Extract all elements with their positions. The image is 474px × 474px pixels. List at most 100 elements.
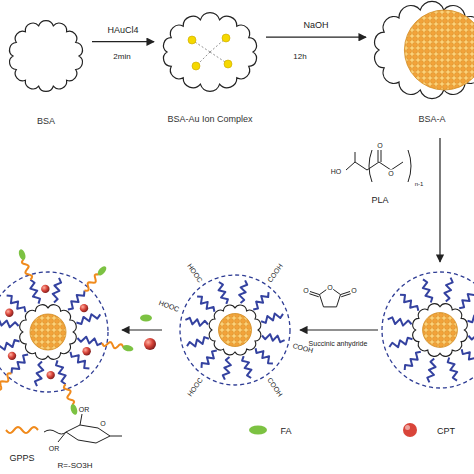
reagent-label: HAuCl4 <box>107 26 138 35</box>
protein-cloud <box>158 10 262 94</box>
pla-chain <box>256 348 273 363</box>
gold-ion <box>192 62 200 70</box>
pla-nanoparticle <box>382 272 474 388</box>
pla-chain <box>423 279 433 302</box>
pla-chain <box>427 358 435 382</box>
annotation-label: Succinic anhydride <box>309 340 368 347</box>
pla-chain <box>468 334 474 342</box>
gold-cluster <box>423 313 458 348</box>
pla-chain <box>400 295 418 311</box>
cooh-nanoparticle <box>180 275 290 385</box>
pla-chain <box>0 319 19 327</box>
annotation-label: O <box>376 142 383 149</box>
gold-cluster <box>404 10 474 90</box>
cloud-outline <box>375 1 474 98</box>
step-arrow <box>300 329 378 330</box>
bsa-cloud <box>413 304 468 357</box>
pla-chain <box>462 349 474 365</box>
pla-chain <box>262 334 285 342</box>
reaction-arrow <box>92 41 154 42</box>
folate-ligand <box>96 265 108 277</box>
annotation-label: n-1 <box>415 181 424 187</box>
gpps-chain <box>102 342 123 348</box>
annotation-label: OR <box>79 406 90 413</box>
camptothecin-drug <box>46 371 54 379</box>
annotation-label: HO <box>331 168 342 175</box>
annotation-label: HOOC <box>158 299 180 313</box>
step-arrow <box>122 329 162 330</box>
pla-chain <box>405 352 421 370</box>
gold-cluster <box>30 314 66 350</box>
node-label: BSA-Au Ion Complex <box>128 114 292 124</box>
camptothecin-drug <box>5 309 13 317</box>
annotation-label: 2min <box>113 53 130 61</box>
gold-cluster <box>219 314 252 347</box>
annotation-label: O <box>326 284 333 291</box>
bsa-cloud <box>209 305 261 355</box>
annotation-label: O <box>351 287 356 294</box>
particle-shell <box>180 275 290 385</box>
annotation-label: PLA <box>371 196 388 205</box>
particle-shell <box>0 272 108 392</box>
pla-chain <box>53 278 61 303</box>
reagent-label: NaOH <box>303 21 328 30</box>
camptothecin-drug <box>41 285 49 293</box>
fa-swatch <box>249 426 267 435</box>
annotation-label: HOOC <box>186 377 204 398</box>
pla-chain <box>468 313 474 323</box>
pla-chain <box>239 280 247 303</box>
pla-chain <box>261 314 283 323</box>
gpps-chain <box>22 259 32 280</box>
protein-cloud <box>4 16 88 96</box>
annotation-label: OR <box>49 445 60 452</box>
pla-structure <box>346 150 411 182</box>
annotation-label: O <box>303 287 308 294</box>
gpps-chain <box>64 384 74 405</box>
pla-chain <box>253 292 268 309</box>
camptothecin-drug <box>144 338 156 350</box>
cpt-swatch <box>403 423 417 437</box>
particle-shell <box>382 272 474 388</box>
folate-ligand <box>69 403 78 415</box>
legend-label: GPPS <box>9 454 34 463</box>
cloud-node: BSA-Au Ion Complex <box>158 10 262 130</box>
pla-chain <box>444 278 452 302</box>
cloud-node: BSA <box>4 16 88 132</box>
pla-chain <box>30 280 40 304</box>
pla-chain <box>202 351 217 368</box>
annotation-label: 12h <box>293 53 306 61</box>
pla-chain <box>187 337 209 346</box>
gpps-chain <box>85 274 99 291</box>
gpps-sugar-structure <box>44 414 122 443</box>
annotation-label: HOOC <box>186 262 204 283</box>
gpps-swatch <box>6 427 38 433</box>
legend-label: CPT <box>437 427 455 436</box>
step-arrow <box>439 138 440 262</box>
annotation-label: O <box>99 420 106 427</box>
sphere-highlight <box>405 425 410 430</box>
bsa-cloud <box>20 305 76 360</box>
gold-ion <box>222 34 230 42</box>
pla-chain <box>219 282 228 304</box>
node-label: BSA <box>0 116 118 126</box>
folate-ligand <box>18 248 27 260</box>
pla-chain <box>185 318 208 326</box>
camptothecin-drug <box>82 347 90 355</box>
pla-chain <box>388 317 412 325</box>
cloud-node: BSA-A <box>370 0 474 130</box>
final-nanoparticle <box>0 248 134 415</box>
gold-ion <box>188 36 196 44</box>
pla-chain <box>197 297 214 312</box>
folate-ligand <box>122 344 134 352</box>
gpps-chain <box>0 373 12 390</box>
gold-ion <box>224 60 232 68</box>
annotation-label: COOH <box>266 377 284 398</box>
pla-chain <box>448 358 458 381</box>
annotation-label: O <box>387 170 394 177</box>
pla-chain <box>389 338 412 348</box>
pla-chain <box>35 361 43 386</box>
pla-chain <box>242 356 251 378</box>
camptothecin-drug <box>80 304 88 312</box>
